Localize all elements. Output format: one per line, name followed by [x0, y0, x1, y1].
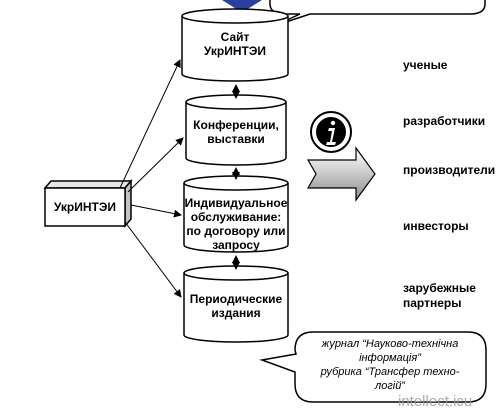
callout-line-3: рубрика “Трансфер техно-	[320, 366, 460, 378]
audience-investors: инвесторы	[403, 219, 469, 233]
audience-developers: разработчики	[403, 114, 486, 128]
publications-callout-bubble	[259, 331, 487, 403]
cylinder-periodicals	[183, 265, 289, 343]
arrow-to-individual	[130, 204, 182, 218]
cylinder-site	[181, 8, 289, 82]
service-label-periodicals: Периодические издания	[189, 292, 283, 320]
org-box	[43, 178, 133, 229]
cylinder-individual-service	[183, 175, 289, 253]
cylinder-conferences	[185, 94, 287, 166]
watermark: intellect.icu	[398, 393, 473, 410]
service-label-site: Сайт УкрИНТЭИ	[203, 30, 267, 58]
big-right-arrow	[306, 146, 376, 202]
top-callout-bubble	[269, 0, 486, 27]
callout-line-2: інформація”	[359, 352, 421, 364]
arrow-to-site	[119, 59, 181, 189]
audience-manufacturers: производители	[403, 163, 496, 177]
service-label-individual: Индивидуальное обслуживание: по договору…	[184, 196, 288, 252]
org-box-label: УкрИНТЭИ	[53, 200, 117, 214]
callout-line-4: логій”	[375, 380, 405, 392]
callout-line-1: журнал “Науково-технічна	[321, 338, 459, 350]
info-icon	[310, 111, 352, 153]
service-label-conferences: Конференции, выставки	[193, 118, 279, 146]
arrow-to-conferences	[127, 137, 184, 193]
audience-scientists: ученые	[403, 58, 448, 72]
arrow-to-periodicals	[124, 221, 182, 298]
audience-foreign-partners: зарубежные партнеры	[403, 281, 476, 310]
